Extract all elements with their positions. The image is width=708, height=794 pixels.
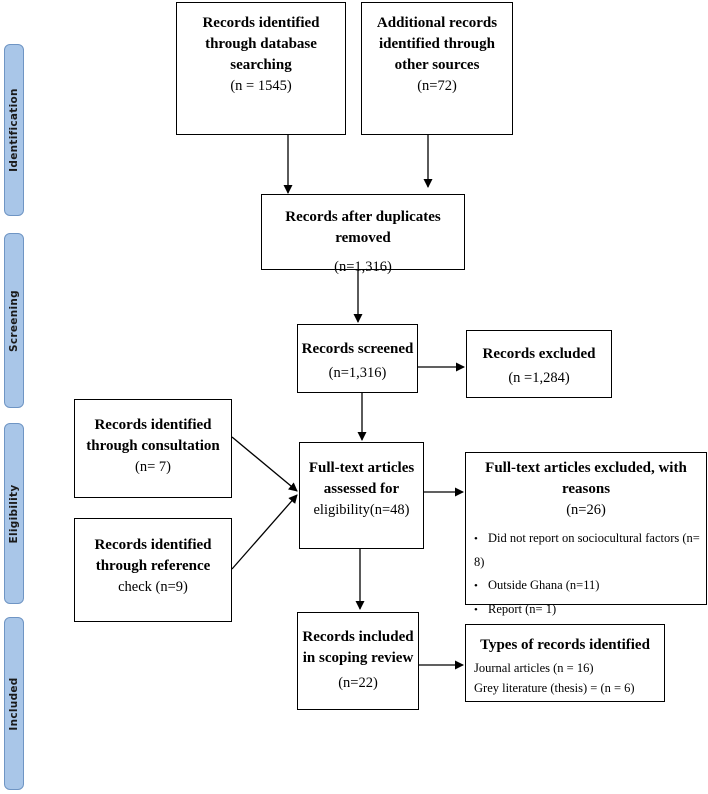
box-count: (n=26) xyxy=(566,502,606,518)
box-fulltext-assessed: Full-text articles assessed for eligibil… xyxy=(299,442,424,549)
stage-screening: Screening xyxy=(4,233,24,408)
box-title: Types of records identified xyxy=(480,637,650,653)
box-consultation: Records identified through consultation … xyxy=(74,399,232,498)
box-title: Records after duplicates removed xyxy=(285,209,441,246)
box-reference-check: Records identified through reference che… xyxy=(74,518,232,622)
stage-label: Included xyxy=(8,676,20,731)
box-title: Records excluded xyxy=(482,346,596,362)
arrow-reference-to-fulltext xyxy=(231,494,298,570)
box-count: (n=72) xyxy=(417,78,457,94)
box-database-search: Records identified through database sear… xyxy=(176,2,346,135)
box-records-included: Records included in scoping review (n=22… xyxy=(297,612,419,710)
box-title: Records identified through consultation xyxy=(86,417,220,454)
box-count: (n=1,316) xyxy=(328,365,387,381)
box-title: Full-text articles excluded, with reason… xyxy=(485,460,687,497)
box-count: (n = 1545) xyxy=(230,78,292,94)
record-type-item: Journal articles (n = 16) xyxy=(474,661,594,675)
exclusion-reason: Did not report on sociocultural factors … xyxy=(474,527,706,574)
box-title: Additional records identified through ot… xyxy=(376,15,498,73)
stage-label: Screening xyxy=(8,289,20,352)
arrow-consultation-to-fulltext xyxy=(231,436,298,492)
stage-eligibility: Eligibility xyxy=(4,423,24,604)
box-fulltext-excluded: Full-text articles excluded, with reason… xyxy=(465,452,707,640)
box-title: Records identified through database sear… xyxy=(202,15,320,73)
stage-label: Identification xyxy=(8,88,20,172)
record-type-item: Grey literature (thesis) = (n = 6) xyxy=(474,681,635,695)
box-count: eligibility(n=48) xyxy=(313,502,410,518)
box-records-screened: Records screened (n=1,316) xyxy=(297,324,418,393)
box-title: Records identified through reference xyxy=(94,537,212,574)
exclusion-reason: Report (n= 1) xyxy=(474,598,706,622)
box-title: Records included in scoping review xyxy=(302,629,414,666)
box-count: (n= 7) xyxy=(135,459,171,475)
box-other-sources: Additional records identified through ot… xyxy=(361,2,513,135)
box-count: (n=22) xyxy=(338,675,378,691)
box-count: (n =1,284) xyxy=(508,370,570,386)
box-duplicates-removed: Records after duplicates removed (n=1,31… xyxy=(261,194,465,275)
box-title: Records screened xyxy=(301,341,414,357)
box-record-types: Types of records identified Journal arti… xyxy=(465,624,665,702)
box-count: check (n=9) xyxy=(118,579,188,595)
box-title: Full-text articles assessed for xyxy=(308,460,415,497)
stage-included: Included xyxy=(4,617,24,790)
stage-label: Eligibility xyxy=(8,484,20,543)
box-count: (n=1,316) xyxy=(334,259,392,275)
exclusion-reason: Outside Ghana (n=11) xyxy=(474,574,706,598)
box-records-excluded: Records excluded (n =1,284) xyxy=(466,330,612,398)
stage-identification: Identification xyxy=(4,44,24,216)
